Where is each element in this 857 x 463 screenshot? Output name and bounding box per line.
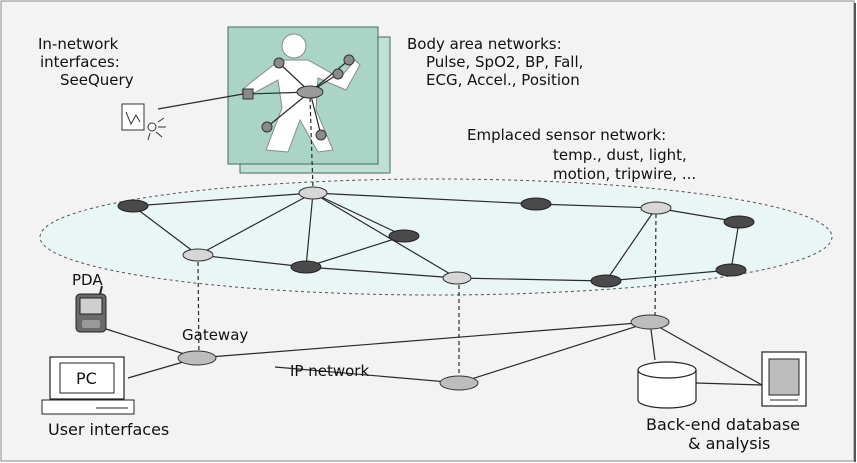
in-network-label: In-network xyxy=(38,35,119,53)
ip-router-node xyxy=(439,375,479,391)
sensor-node-dark xyxy=(117,199,149,213)
sensor-node-light xyxy=(298,186,328,200)
sensor-node-dark xyxy=(290,260,322,274)
sensor-node-dark xyxy=(723,215,755,229)
sensor-node-dark xyxy=(590,274,622,288)
database-icon xyxy=(637,361,697,409)
body-sensor-node xyxy=(315,129,327,141)
pc-label: PC xyxy=(76,369,97,388)
sensor-node-light xyxy=(640,201,672,215)
sensor-node-dark xyxy=(388,229,420,243)
pc-icon xyxy=(41,356,135,415)
seequery-device-icon xyxy=(121,93,244,141)
sensor-node-light xyxy=(442,271,472,285)
esn-detail: temp., dust, light, xyxy=(553,146,687,164)
body-sensor-node xyxy=(343,54,355,66)
backend-label: & analysis xyxy=(688,434,770,453)
ip-network-label: IP network xyxy=(290,362,369,380)
vertical-links xyxy=(197,97,657,382)
esn-detail: motion, tripwire, ... xyxy=(553,165,696,183)
backend-label: Back-end database xyxy=(646,415,800,434)
body-sensor-node xyxy=(273,57,285,69)
sensor-node-dark xyxy=(715,263,747,277)
body-hub-node xyxy=(296,85,324,99)
ban-detail: Pulse, SpO2, BP, Fall, xyxy=(426,53,583,71)
tablet-icon xyxy=(761,351,807,407)
sensor-node-light xyxy=(182,248,214,262)
body-sensor-node xyxy=(332,68,344,80)
pda-icon xyxy=(75,285,107,333)
in-network-label: interfaces: xyxy=(40,53,120,71)
body-sensor-node xyxy=(261,121,273,133)
ban-detail: ECG, Accel., Position xyxy=(426,71,580,89)
in-network-label: SeeQuery xyxy=(60,71,134,89)
ip-router-node xyxy=(630,314,670,330)
user-interfaces-label: User interfaces xyxy=(48,420,169,439)
pda-label: PDA xyxy=(72,271,103,289)
sensor-field xyxy=(39,178,833,296)
body-sensor-node xyxy=(242,88,254,100)
sensor-node-dark xyxy=(520,197,552,211)
sensor-mesh-edges xyxy=(132,192,740,282)
ban-title: Body area networks: xyxy=(407,35,562,53)
ip-network-edges xyxy=(105,321,763,386)
esn-title: Emplaced sensor network: xyxy=(467,126,666,144)
gateway-label: Gateway xyxy=(182,326,248,344)
gateway-node xyxy=(177,350,217,366)
